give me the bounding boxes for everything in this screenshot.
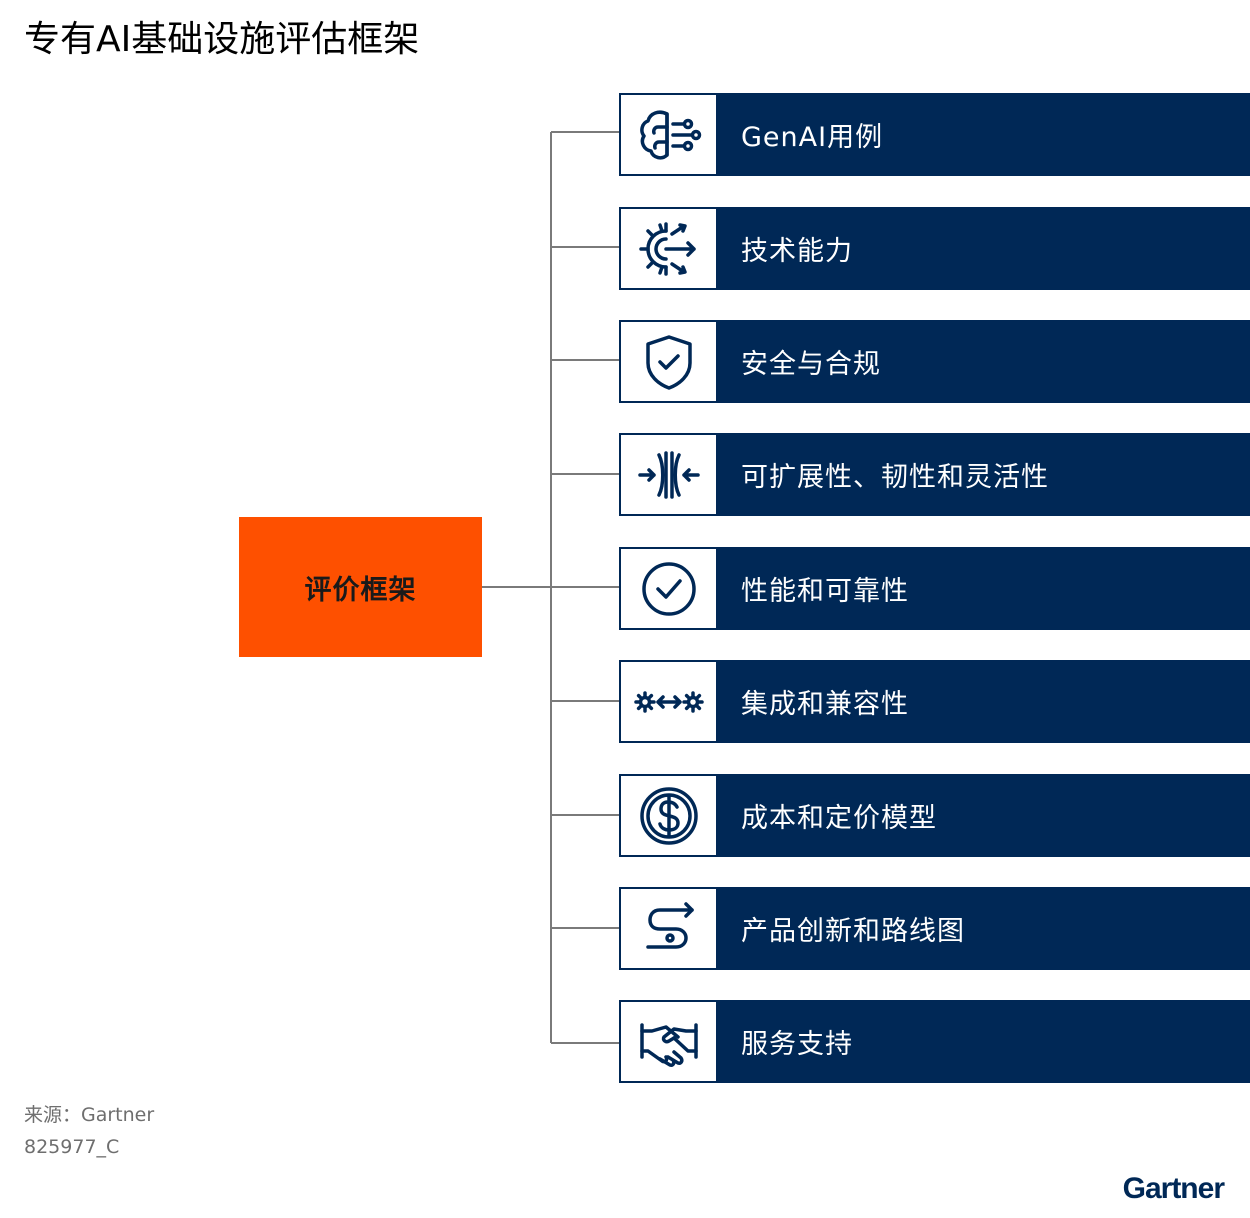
- category-label: GenAI用例: [741, 122, 884, 153]
- category-label: 服务支持: [741, 1029, 853, 1060]
- winding-path-icon: [645, 901, 694, 949]
- category-label: 成本和定价模型: [741, 803, 937, 834]
- category-row: 服务支持: [619, 1000, 1250, 1083]
- brain-circuit-icon: [639, 110, 701, 160]
- gear-arrows-icon: [638, 221, 696, 276]
- dollar-circle-icon: [639, 786, 698, 845]
- center-node-label: 评价框架: [304, 574, 417, 606]
- category-label: 性能和可靠性: [741, 576, 909, 607]
- document-id: 825977_C: [24, 1136, 120, 1158]
- category-label: 集成和兼容性: [741, 689, 909, 720]
- compress-arrows-icon: [637, 450, 700, 499]
- category-row: 技术能力: [619, 207, 1250, 290]
- category-row: 安全与合规: [619, 320, 1250, 403]
- category-label: 技术能力: [741, 236, 853, 267]
- category-row: 性能和可靠性: [619, 547, 1250, 630]
- category-label: 产品创新和路线图: [741, 916, 965, 947]
- gears-link-icon: [633, 690, 704, 713]
- category-label: 可扩展性、韧性和灵活性: [741, 462, 1049, 493]
- category-label: 安全与合规: [741, 349, 881, 380]
- page-title: 专有AI基础设施评估框架: [24, 19, 420, 60]
- source-note: 来源：Gartner: [24, 1104, 155, 1126]
- category-row: GenAI用例: [619, 93, 1250, 176]
- circle-check-icon: [641, 561, 696, 616]
- handshake-icon: [639, 1022, 698, 1067]
- center-node: 评价框架: [239, 517, 482, 657]
- category-row: 产品创新和路线图: [619, 887, 1250, 970]
- category-row: 可扩展性、韧性和灵活性: [619, 433, 1250, 516]
- category-row: 成本和定价模型: [619, 774, 1250, 857]
- shield-check-icon: [645, 334, 692, 390]
- gartner-logo: Gartner: [1122, 1172, 1225, 1205]
- category-row: 集成和兼容性: [619, 660, 1250, 743]
